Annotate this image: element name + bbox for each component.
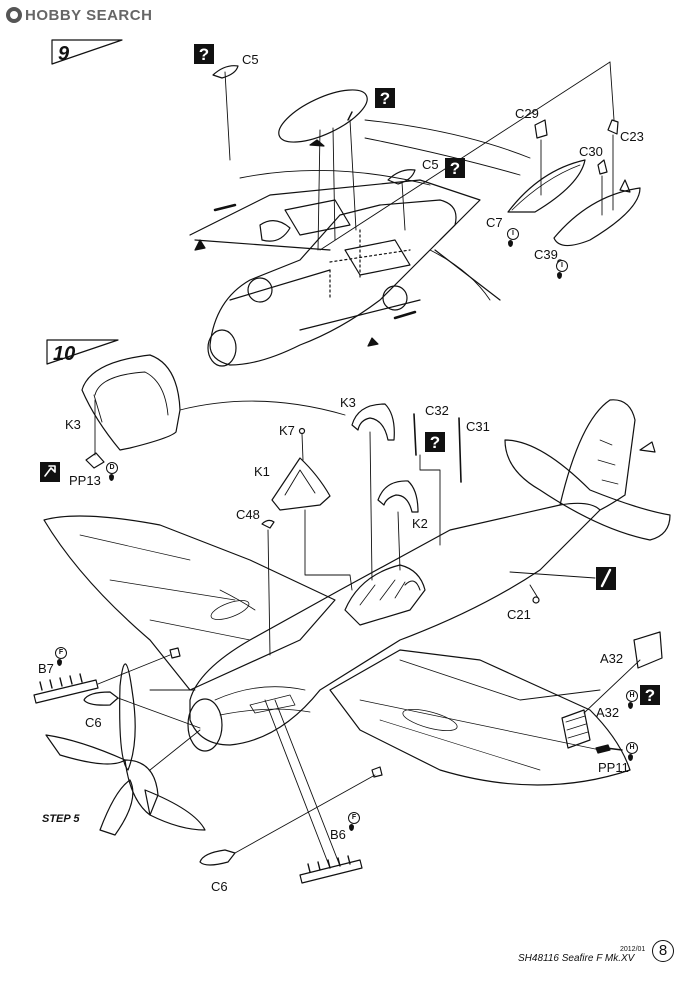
step-number-10: 10 bbox=[53, 343, 76, 365]
sub-assembly-icon bbox=[40, 462, 60, 482]
label-b6: B6 bbox=[330, 827, 346, 842]
label-k3-left: K3 bbox=[65, 417, 81, 432]
step-number-9: 9 bbox=[58, 43, 70, 65]
label-k3-right: K3 bbox=[340, 395, 356, 410]
label-c30: C30 bbox=[579, 144, 603, 159]
part-b7-sprue bbox=[33, 647, 181, 704]
paint-drop-icon bbox=[109, 474, 114, 481]
paint-code-a32: H bbox=[626, 690, 638, 702]
step10-banner bbox=[46, 339, 119, 365]
label-pp11: PP11 bbox=[598, 760, 629, 775]
hobby-search-logo: HOBBY SEARCH bbox=[6, 6, 152, 24]
part-c5-top bbox=[212, 65, 239, 161]
label-c21: C21 bbox=[507, 607, 531, 622]
label-c6-bottom: C6 bbox=[211, 879, 228, 894]
logo-icon bbox=[6, 7, 22, 23]
footer-product: SH48116 Seafire F Mk.XV bbox=[518, 953, 635, 964]
label-c29: C29 bbox=[515, 106, 539, 121]
label-pp13: PP13 bbox=[69, 473, 101, 488]
logo-text: HOBBY SEARCH bbox=[25, 6, 153, 24]
canopy-k3-small bbox=[351, 403, 395, 581]
part-pp11 bbox=[595, 744, 623, 754]
label-c6-left: C6 bbox=[85, 715, 102, 730]
label-c5-mid: C5 bbox=[422, 157, 439, 172]
label-k2: K2 bbox=[412, 516, 428, 531]
label-c7: C7 bbox=[486, 215, 503, 230]
part-c6-left bbox=[83, 691, 201, 729]
slash-box-icon bbox=[596, 567, 616, 590]
part-k2 bbox=[377, 480, 419, 571]
step5-note: STEP 5 bbox=[42, 813, 80, 825]
label-a32-mid: A32 bbox=[596, 705, 620, 720]
label-c39: C39 bbox=[534, 247, 558, 262]
paint-drop-icon bbox=[508, 240, 513, 247]
paint-drop-icon bbox=[557, 272, 562, 279]
step9-fuselage bbox=[189, 119, 531, 367]
label-c48: C48 bbox=[236, 507, 260, 522]
label-k7: K7 bbox=[279, 423, 295, 438]
propeller bbox=[45, 663, 206, 836]
part-c48 bbox=[261, 519, 275, 656]
label-b7: B7 bbox=[38, 661, 54, 676]
page-number: 8 bbox=[652, 940, 674, 962]
seafire-aircraft bbox=[43, 399, 671, 786]
part-c6-bottom bbox=[199, 766, 383, 866]
part-c21 bbox=[532, 596, 540, 604]
part-k1 bbox=[271, 457, 353, 591]
part-a32 bbox=[561, 631, 663, 749]
step9-banner bbox=[51, 39, 123, 65]
paint-code-b7: F bbox=[55, 647, 67, 659]
paint-code-pp13: D bbox=[106, 462, 118, 474]
question-mark-icon: ? bbox=[640, 685, 660, 705]
paint-drop-icon bbox=[628, 702, 633, 709]
paint-drop-icon bbox=[57, 659, 62, 666]
label-k1: K1 bbox=[254, 464, 270, 479]
canopy-k3-large bbox=[81, 354, 346, 469]
label-c23: C23 bbox=[620, 129, 644, 144]
paint-code-c39: I bbox=[556, 260, 568, 272]
paint-drop-icon bbox=[349, 824, 354, 831]
question-mark-icon: ? bbox=[425, 432, 445, 452]
paint-code-b6: F bbox=[348, 812, 360, 824]
label-a32-top: A32 bbox=[600, 651, 624, 666]
label-c31: C31 bbox=[466, 419, 490, 434]
part-c5-mid bbox=[387, 169, 416, 231]
part-oval-plate bbox=[278, 89, 368, 251]
label-c32: C32 bbox=[425, 403, 449, 418]
question-mark-icon: ? bbox=[194, 44, 214, 64]
label-c5-top: C5 bbox=[242, 52, 259, 67]
question-mark-icon: ? bbox=[375, 88, 395, 108]
part-k7 bbox=[298, 427, 306, 461]
part-c32-c31 bbox=[413, 413, 462, 546]
paint-code-c7: I bbox=[507, 228, 519, 240]
paint-drop-icon bbox=[628, 754, 633, 761]
part-wing-lights bbox=[319, 61, 641, 251]
question-mark-icon: ? bbox=[445, 158, 465, 178]
part-b6-sprue bbox=[264, 699, 363, 884]
footer-year: 2012/01 bbox=[620, 946, 646, 953]
paint-code-pp11: H bbox=[626, 742, 638, 754]
